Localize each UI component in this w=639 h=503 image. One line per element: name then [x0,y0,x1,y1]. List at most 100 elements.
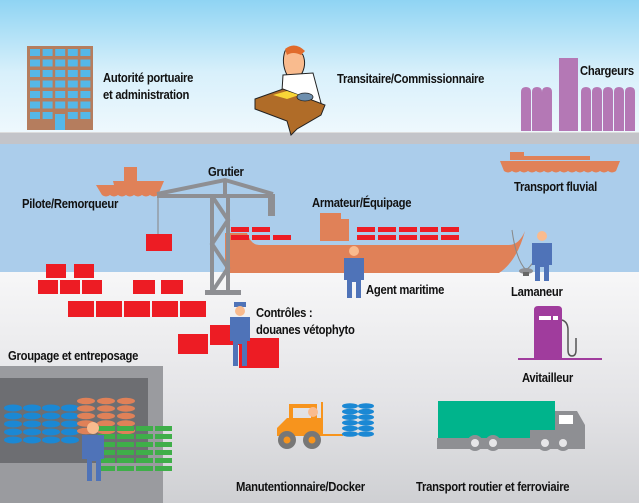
blue-bag [23,428,41,436]
orange-bag [97,397,115,405]
ship-container [231,227,249,232]
blue-bag [42,412,60,420]
green-crate [136,434,153,439]
blue-bag [342,408,358,415]
window [30,101,40,109]
window [42,59,53,67]
forklift-icon [277,402,374,449]
window [42,112,53,119]
green-crate [136,466,153,471]
warehouse-worker-figure [82,422,104,481]
window [42,91,53,98]
factory-bar [614,87,624,131]
green-crate [98,458,115,463]
container [74,264,94,278]
window [80,101,91,109]
window [67,80,78,88]
label-maritime-agent: Agent maritime [366,283,445,297]
blue-bag [23,412,41,420]
green-crate [117,458,134,463]
label-forwarder: Transitaire/Commissionnaire [337,72,485,86]
fuel-pump-icon [518,306,602,360]
label-pilot: Pilote/Remorqueur [22,197,119,211]
window [55,101,66,109]
window [67,59,78,67]
orange-bag [117,397,135,405]
blue-bag [61,412,79,420]
window [80,91,91,98]
orange-bag [117,412,135,420]
ship-container [420,235,438,240]
blue-bag [342,420,358,426]
orange-bag [77,412,95,420]
green-crate [136,442,153,447]
factory-bar [603,87,613,131]
label-bunkering: Avitailleur [522,371,574,385]
green-crate [155,442,172,447]
window [42,101,53,109]
green-crate [117,450,134,455]
blue-bag [358,420,374,426]
green-crate [98,426,115,431]
green-crate [98,450,115,455]
window [30,70,40,77]
blue-bag [23,404,41,412]
green-crate [136,458,153,463]
blue-bag [42,420,60,428]
blue-bag [23,436,41,444]
green-crate [155,450,172,455]
label-warehouse: Groupage et entreposage [8,349,139,363]
blue-bag [342,414,358,420]
ship-container [357,235,375,240]
shippers-factory-icon [521,58,635,131]
window [67,49,78,56]
label-crane: Grutier [208,165,244,179]
container [178,334,208,354]
warehouse-icon [0,366,172,503]
upper-quay [0,132,639,145]
label-port-authority-line2: et administration [103,88,190,102]
blue-bag [342,425,358,432]
label-port-authority-line1: Autorité portuaire [103,71,194,85]
ship-container [441,235,459,240]
window [55,70,66,77]
orange-bag [97,405,115,412]
green-crate [117,426,134,431]
window [80,59,91,67]
container [82,280,102,294]
label-road-rail-transport: Transport routier et ferroviaire [416,480,570,494]
container [152,301,178,317]
forwarder-at-desk-icon [254,45,326,136]
window [30,49,40,56]
orange-bag [77,405,95,412]
window [55,91,66,98]
window [55,80,66,88]
container [161,280,183,294]
window [30,80,40,88]
window [80,49,91,56]
ship-container [357,227,375,232]
ship-container [231,235,249,240]
blue-bag [4,412,22,420]
cargo-ship-icon [225,213,525,273]
orange-bag [97,420,115,427]
ship-container [399,235,417,240]
blue-bag [4,436,22,444]
window [80,80,91,88]
green-crate [117,466,134,471]
green-crate [98,434,115,439]
window [67,91,78,98]
tugboat-icon [96,167,164,197]
ship-container [252,227,270,232]
window [67,112,78,119]
blue-bag [61,428,79,436]
window [30,59,40,67]
blue-bag [42,436,60,444]
blue-bag [4,428,22,436]
blue-bag [4,420,22,428]
blue-bag [23,420,41,428]
factory-bar [532,87,542,131]
factory-bar [625,87,635,131]
river-barge-icon [500,152,620,173]
orange-bag [77,397,95,405]
